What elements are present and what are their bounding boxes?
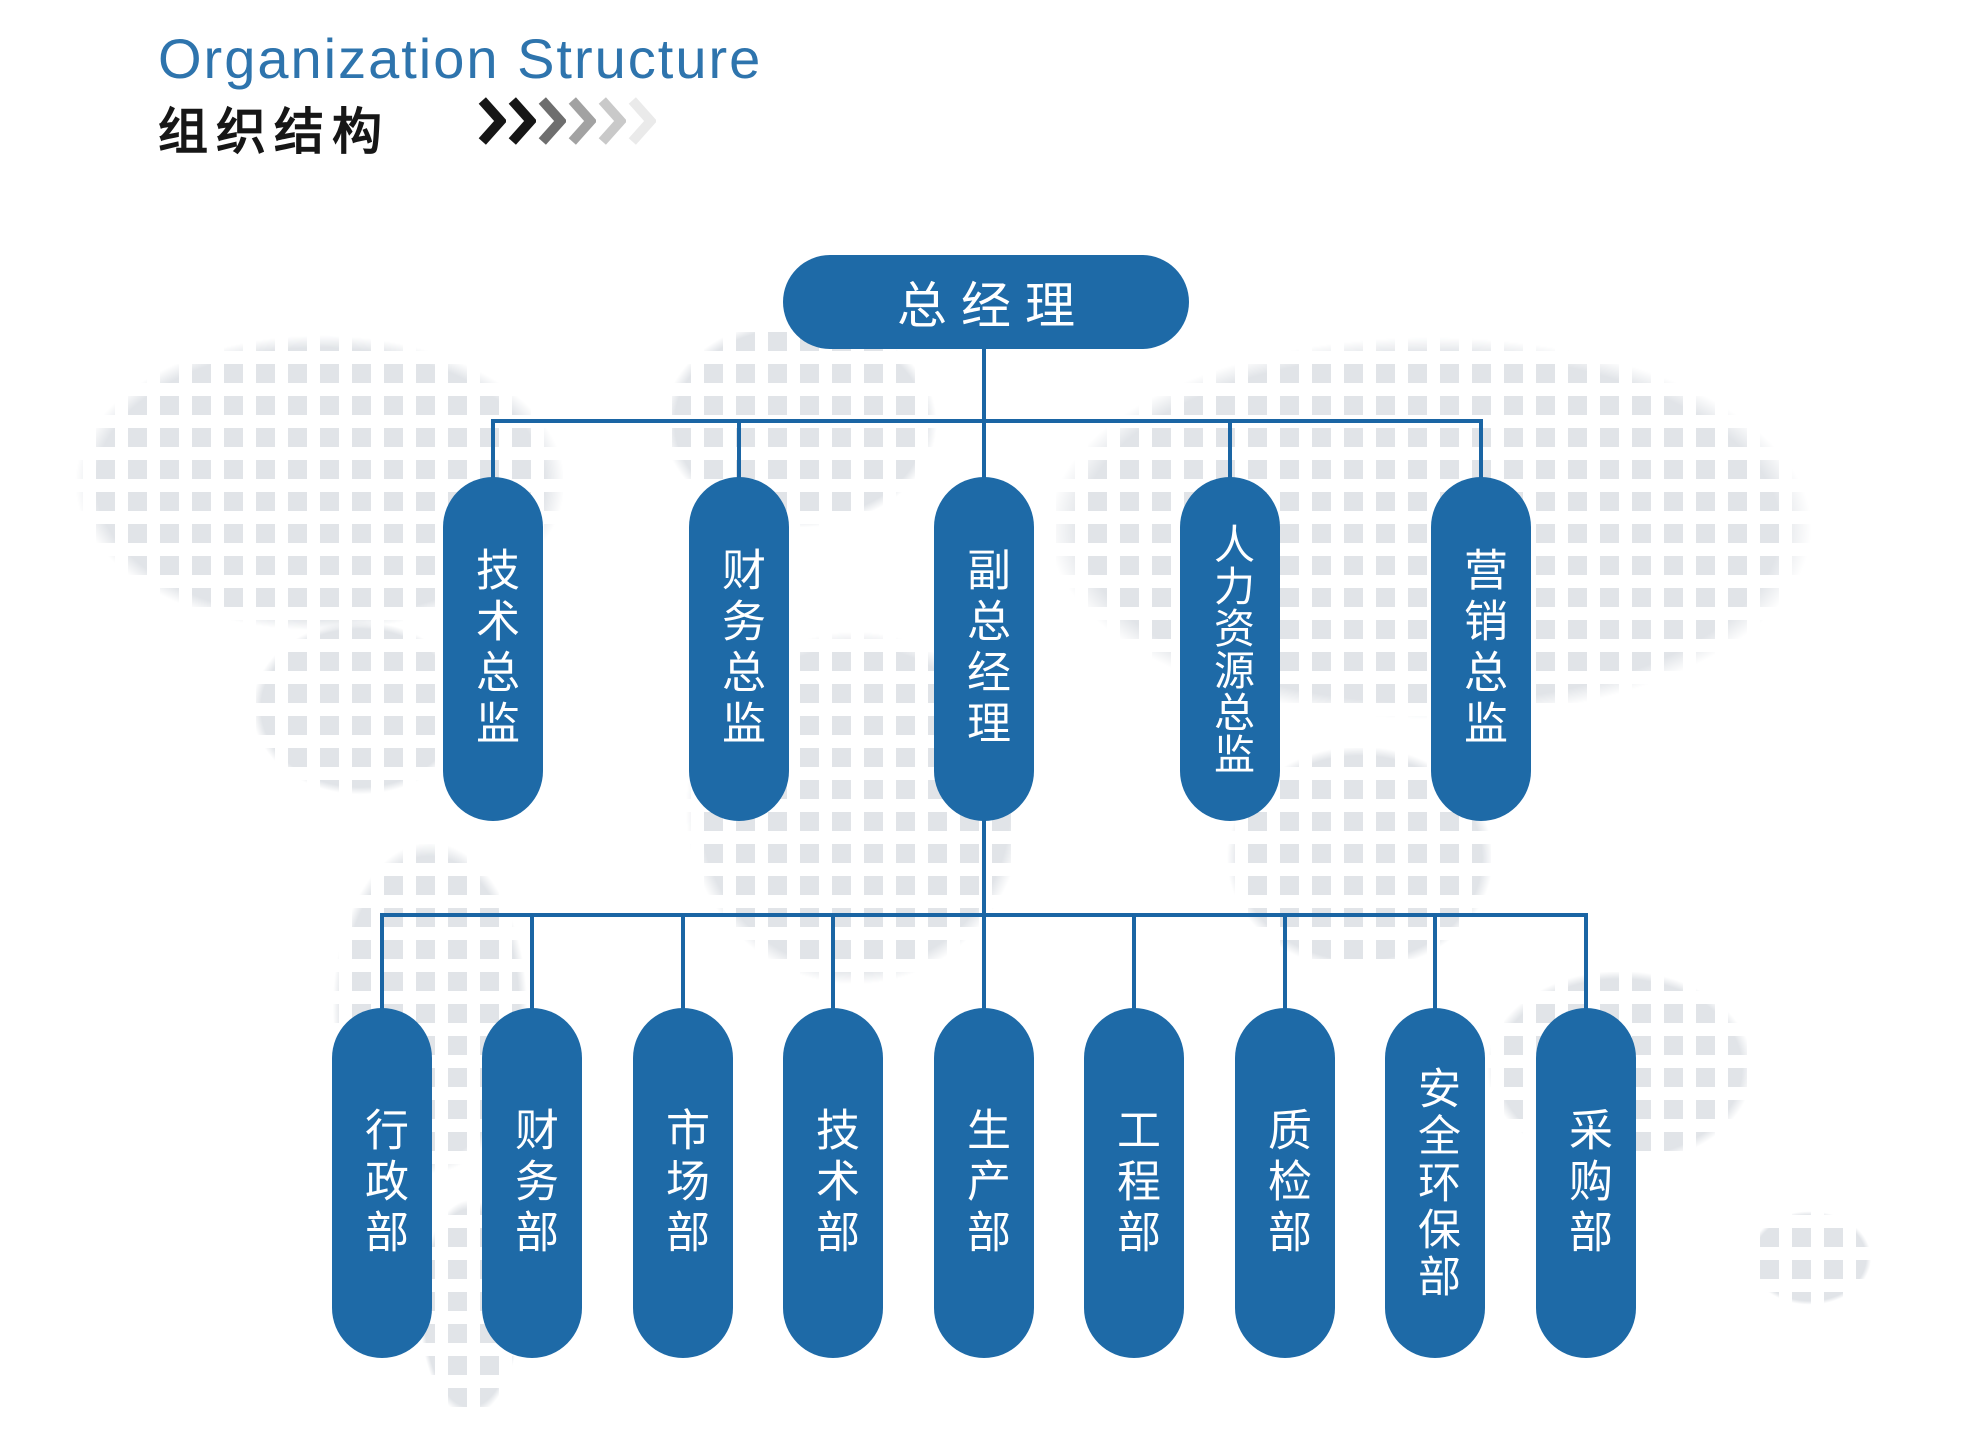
org-node-label: 质检部 <box>1261 1106 1310 1260</box>
org-node-quality-inspection-dept: 质检部 <box>1235 1008 1335 1358</box>
org-node-procurement-dept: 采购部 <box>1536 1008 1636 1358</box>
org-node-label: 工程部 <box>1110 1106 1159 1260</box>
org-node-label: 营销总监 <box>1457 547 1506 751</box>
org-node-engineering-dept: 工程部 <box>1084 1008 1184 1358</box>
chevron-right-icon <box>508 97 536 145</box>
org-node-finance-director: 财务总监 <box>689 477 789 821</box>
connector-line <box>1132 913 1136 1012</box>
org-node-label: 财务部 <box>508 1106 557 1260</box>
org-node-label: 安全环保部 <box>1411 1065 1460 1301</box>
page-title-zh: 组织结构 <box>158 104 390 160</box>
connector-line <box>681 913 685 1012</box>
org-node-deputy-general-manager: 副总经理 <box>934 477 1034 821</box>
org-node-label: 财务总监 <box>715 547 764 751</box>
org-node-label: 市场部 <box>659 1106 708 1260</box>
connector-line <box>380 913 384 1012</box>
chevron-right-icon <box>598 97 626 145</box>
org-node-label: 总经理 <box>897 278 1089 334</box>
org-node-finance-dept: 财务部 <box>482 1008 582 1358</box>
chevron-right-icon <box>478 97 506 145</box>
org-node-hr-director: 人力资源总监 <box>1180 477 1280 821</box>
org-node-production-dept: 生产部 <box>934 1008 1034 1358</box>
connector-line <box>1228 419 1232 481</box>
connector-line <box>491 419 495 481</box>
connector-line <box>831 913 835 1012</box>
org-node-label: 技术部 <box>809 1106 858 1260</box>
org-node-label: 行政部 <box>358 1106 407 1260</box>
page-title-en: Organization Structure <box>158 27 763 90</box>
org-node-label: 采购部 <box>1562 1106 1611 1260</box>
connector-line <box>1433 913 1437 1012</box>
org-node-safety-environment-dept: 安全环保部 <box>1385 1008 1485 1358</box>
connector-line <box>1479 419 1483 481</box>
org-node-marketing-director: 营销总监 <box>1431 477 1531 821</box>
connector-line <box>1283 913 1287 1012</box>
org-node-label: 副总经理 <box>960 547 1009 751</box>
org-node-general-manager: 总经理 <box>783 255 1189 349</box>
org-node-label: 生产部 <box>960 1106 1009 1260</box>
connector-line <box>530 913 534 1012</box>
org-node-label: 人力资源总监 <box>1207 523 1254 775</box>
org-node-market-dept: 市场部 <box>633 1008 733 1358</box>
chevron-right-icon <box>628 97 656 145</box>
org-node-technical-director: 技术总监 <box>443 477 543 821</box>
connector-line-level2-rail <box>491 419 1483 423</box>
connector-line <box>737 419 741 481</box>
connector-line <box>982 913 986 1012</box>
org-node-admin-dept: 行政部 <box>332 1008 432 1358</box>
connector-line-root-drop <box>982 346 986 423</box>
chevron-right-icon <box>538 97 566 145</box>
org-node-label: 技术总监 <box>469 547 518 751</box>
org-node-technology-dept: 技术部 <box>783 1008 883 1358</box>
connector-line <box>982 419 986 481</box>
connector-line-deputy-drop <box>982 818 986 917</box>
connector-line <box>1584 913 1588 1012</box>
chevron-right-icon <box>568 97 596 145</box>
chevron-decoration <box>478 96 656 146</box>
